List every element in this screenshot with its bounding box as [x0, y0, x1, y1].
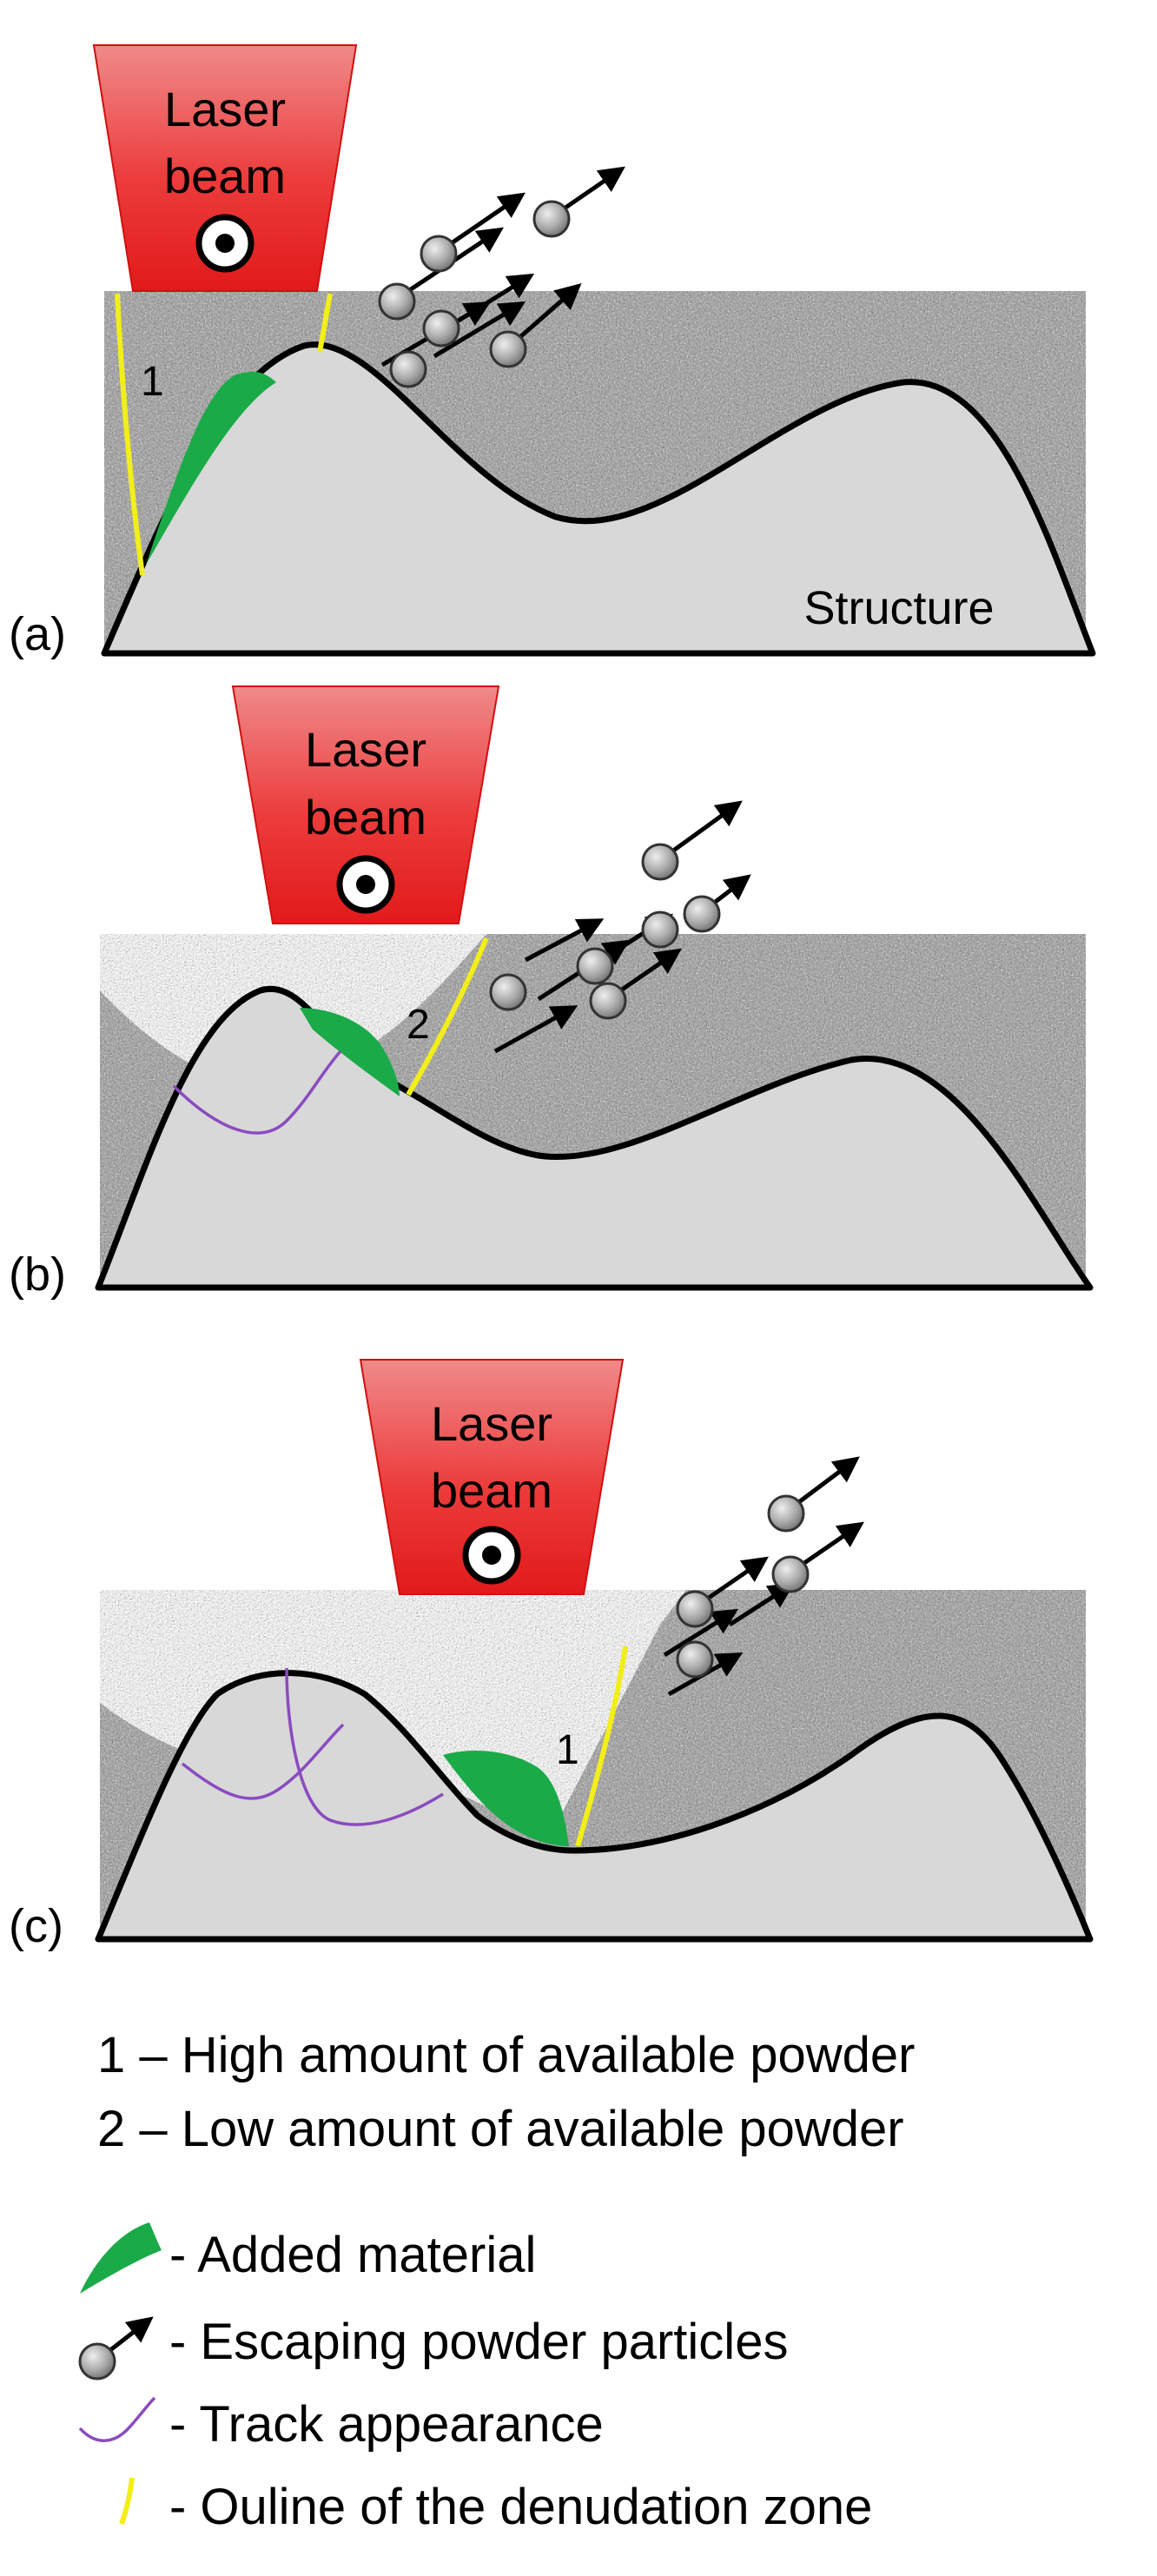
laser-label-c-line1: Laser	[431, 1396, 552, 1451]
laser-beam-b	[231, 685, 500, 924]
panel-b: Laser beam 2 (b)	[9, 685, 1094, 1301]
laser-label-a-line1: Laser	[164, 82, 286, 136]
beam-direction-icon-a	[195, 214, 255, 273]
track-c	[181, 1667, 444, 1826]
laser-label-c-line2: beam	[431, 1463, 552, 1518]
zone-number-b: 2	[407, 1002, 430, 1048]
legend-item-escaping-particles: - Escaping powder particles	[78, 2314, 788, 2381]
legend-label-escaping-particles: - Escaping powder particles	[169, 2314, 788, 2370]
legend-item-denudation: - Ouline of the denudation zone	[119, 2477, 872, 2535]
beam-direction-icon-b	[336, 855, 395, 914]
track-line-icon	[78, 2396, 156, 2442]
laser-label-a-line2: beam	[164, 149, 286, 203]
structure-b	[95, 985, 1094, 1291]
denudation-outline-b	[406, 937, 489, 1096]
zone-number-c: 1	[556, 1727, 579, 1773]
structure-c	[95, 1670, 1094, 1943]
zone-number-a: 1	[141, 359, 164, 405]
panel-tag-b: (b)	[9, 1248, 66, 1301]
escaping-particles-c	[663, 1456, 864, 1697]
legend-label-track: - Track appearance	[169, 2396, 604, 2453]
structure-label: Structure	[803, 582, 994, 634]
legend-label-denudation: - Ouline of the denudation zone	[169, 2479, 872, 2535]
legend: - Added material - Escaping powder parti…	[78, 2222, 872, 2535]
laser-beam-a	[92, 44, 358, 292]
notes: 1 – High amount of available powder 2 – …	[97, 2027, 915, 2157]
laser-beam-c	[359, 1359, 625, 1595]
added-material-b	[300, 1008, 400, 1096]
laser-label-b-line1: Laser	[305, 722, 426, 777]
legend-item-added-material: - Added material	[80, 2222, 536, 2294]
added-material-a	[146, 371, 276, 565]
added-material-c	[443, 1751, 569, 1846]
panel-tag-c: (c)	[9, 1900, 63, 1952]
beam-direction-icon-c	[462, 1526, 521, 1585]
legend-label-added-material: - Added material	[169, 2227, 536, 2283]
panel-c: Laser beam 1 (c)	[9, 1359, 1094, 1952]
denudation-outline-icon	[119, 2477, 135, 2525]
denudation-outline-a-right	[317, 293, 333, 353]
denudation-outline-a-left	[115, 293, 145, 576]
denudation-outline-c	[575, 1646, 628, 1847]
note-low-powder: 2 – Low amount of available powder	[97, 2101, 904, 2157]
added-material-icon	[80, 2222, 162, 2294]
track-b	[172, 1050, 342, 1135]
escaping-particle-icon	[78, 2316, 154, 2381]
panel-a: Laser beam 1 Structure (a)	[9, 44, 1096, 660]
note-high-powder: 1 – High amount of available powder	[97, 2027, 915, 2083]
laser-label-b-line2: beam	[305, 790, 426, 844]
legend-item-track: - Track appearance	[78, 2396, 604, 2453]
escaping-particles-b	[489, 800, 751, 1054]
panel-tag-a: (a)	[9, 608, 66, 660]
escaping-particles-a	[378, 166, 625, 388]
